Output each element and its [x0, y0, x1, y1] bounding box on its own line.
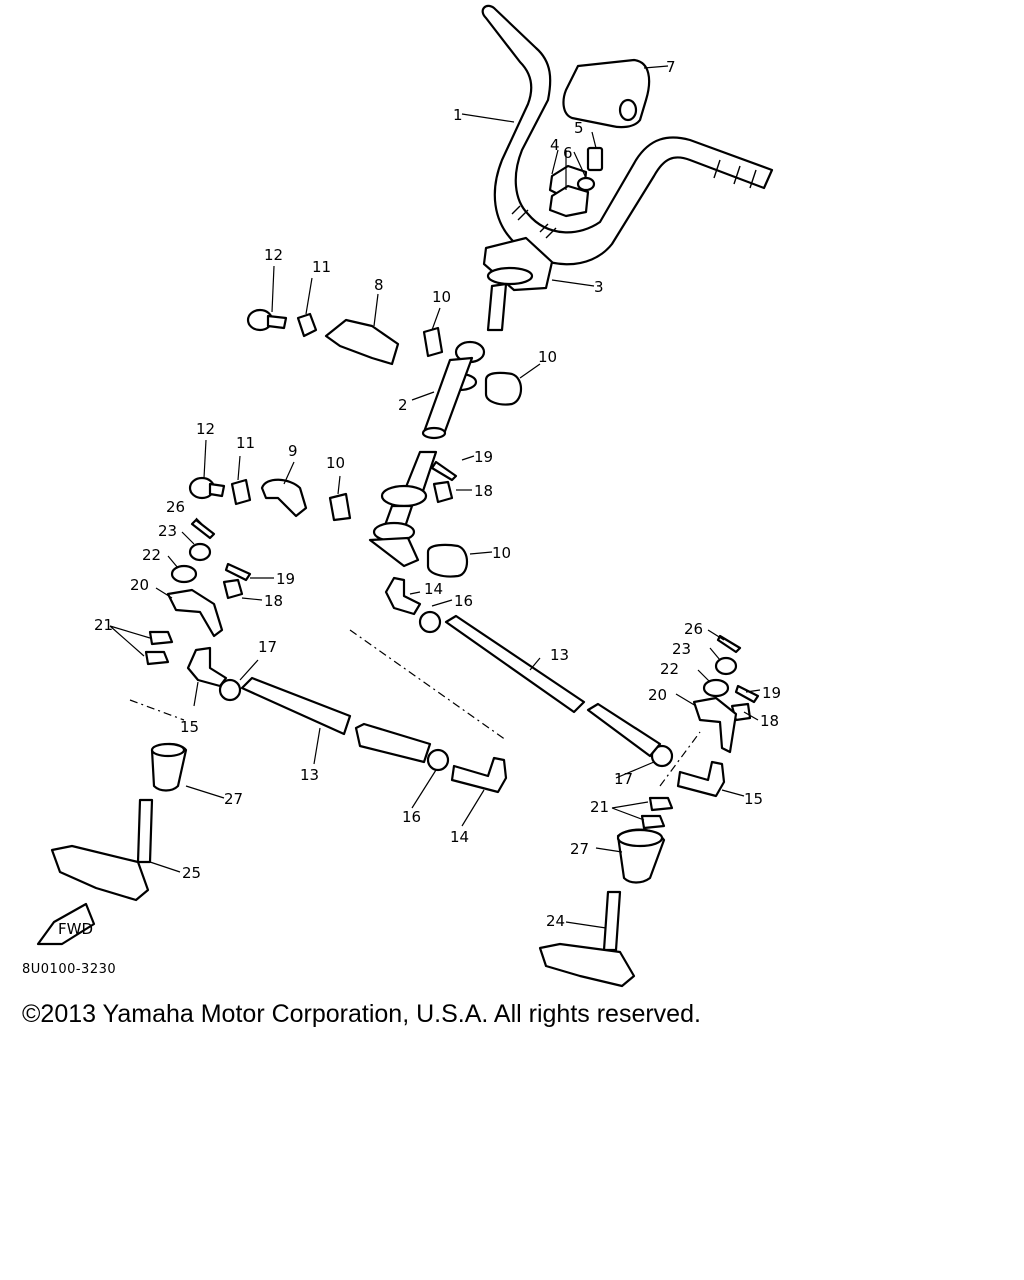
callout-column-holder: 3	[594, 278, 604, 296]
callout-knuckle-left: 25	[182, 864, 201, 882]
callout-cap: 12	[264, 246, 283, 264]
callout-column: 2	[398, 396, 408, 414]
forward-arrow-icon: FWD	[36, 902, 96, 946]
callout-washer-22: 22	[142, 546, 161, 564]
handlebar	[481, 4, 774, 266]
callout-collar: 11	[312, 258, 331, 276]
callout-nut-18: 18	[264, 592, 283, 610]
callout-bracket-upper: 8	[374, 276, 384, 294]
callout-holder: 4	[550, 136, 560, 154]
steering-column	[368, 340, 486, 568]
callout-tie-rod: 13	[550, 646, 569, 664]
dust-seals	[150, 742, 666, 884]
column-bushings	[328, 326, 523, 578]
forward-label: FWD	[58, 920, 93, 938]
callout-bushing: 10	[326, 454, 345, 472]
fasteners	[170, 460, 760, 722]
copyright-notice: ©2013 Yamaha Motor Corporation, U.S.A. A…	[22, 1000, 701, 1028]
callout-bolt-19: 19	[276, 570, 295, 588]
callout-cotter-pin: 21	[590, 798, 609, 816]
leader-lines	[109, 65, 761, 929]
callout-knuckle-right: 24	[546, 912, 565, 930]
callout-handlebar: 1	[453, 106, 463, 124]
callout-washer-22: 22	[660, 660, 679, 678]
callout-tie-rod-end: 14	[424, 580, 443, 598]
callout-dust-seal: 27	[224, 790, 243, 808]
handlebar-holders	[548, 146, 604, 218]
callout-arm-left: 20	[130, 576, 149, 594]
callout-nut: 16	[402, 808, 421, 826]
callout-locknut: 17	[258, 638, 277, 656]
callout-bolt-26: 26	[166, 498, 185, 516]
callout-tie-rod-end: 14	[450, 828, 469, 846]
callout-tie-rod: 13	[300, 766, 319, 784]
callout-bolt-19: 19	[474, 448, 493, 466]
callout-tie-rod-end-left: 15	[180, 718, 199, 736]
callout-dust-seal: 27	[570, 840, 589, 858]
callout-bolt-26: 26	[684, 620, 703, 638]
callout-cap: 12	[196, 420, 215, 438]
pitman-arms	[144, 588, 738, 830]
callout-bolt-19: 19	[762, 684, 781, 702]
callout-locknut: 17	[614, 770, 633, 788]
callout-bushing: 10	[432, 288, 451, 306]
catalog-code: 8U0100-3230	[22, 962, 117, 977]
callout-collar: 11	[236, 434, 255, 452]
callout-bushing: 10	[492, 544, 511, 562]
tie-rods	[240, 614, 662, 764]
assembly-guide-center	[349, 629, 507, 741]
callout-nut-18: 18	[474, 482, 493, 500]
callout-nut: 16	[454, 592, 473, 610]
assembly-guide-right	[659, 731, 701, 787]
callout-cover: 7	[666, 58, 676, 76]
steering-exploded-diagram: FWD	[36, 4, 781, 988]
steering-knuckles	[50, 798, 636, 988]
column-brackets	[188, 308, 400, 518]
handlebar-cover	[562, 58, 651, 129]
callout-bushing: 10	[538, 348, 557, 366]
callout-arm-right: 20	[648, 686, 667, 704]
callout-nut-23: 23	[672, 640, 691, 658]
tie-rod-ends	[186, 576, 726, 798]
column-holder	[482, 236, 554, 332]
callout-tie-rod-end-right: 15	[744, 790, 763, 808]
callout-labels: 1 2 3 4 5 6 7 8 9 10 10 10 10 11 11 12 1…	[94, 58, 781, 930]
assembly-guide-left	[129, 699, 185, 721]
callout-nut-23: 23	[158, 522, 177, 540]
callout-nut-18: 18	[760, 712, 779, 730]
callout-washer: 6	[563, 144, 573, 162]
callout-cotter-pin: 21	[94, 616, 113, 634]
callout-bracket-lower: 9	[288, 442, 298, 460]
callout-bolt: 5	[574, 119, 584, 137]
